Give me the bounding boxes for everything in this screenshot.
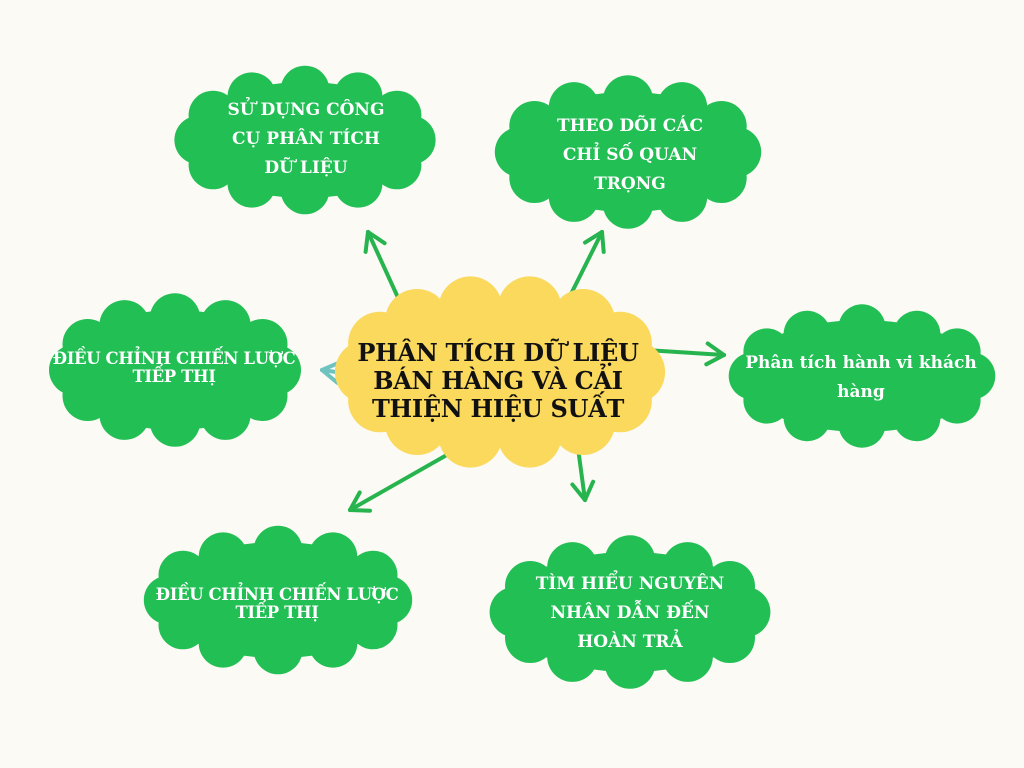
node-text-bottom-right: TÌM HIỂU NGUYÊN NHÂN DẪN ĐẾN HOÀN TRẢ	[535, 573, 725, 652]
node-cloud-top-left	[174, 65, 436, 215]
arrow-to-bot-left	[348, 450, 454, 513]
arrow-to-mid-right	[644, 341, 726, 367]
arrow-to-bot-right	[570, 446, 596, 502]
node-text-middle-right: Phân tích hành vi khách hàng	[745, 353, 977, 402]
center-topic-text: PHÂN TÍCH DỮ LIỆU BÁN HÀNG VÀ CẢI THIỆN …	[357, 338, 639, 423]
node-text-top-left: SỬ DỤNG CÔNG CỤ PHÂN TÍCH DỮ LIỆU	[227, 99, 385, 178]
node-cloud-mid-left	[48, 293, 301, 447]
arrow-to-top-left	[363, 230, 402, 304]
node-text-top-right: THEO DÕI CÁC CHỈ SỐ QUAN TRỌNG	[556, 115, 704, 194]
clouds	[48, 65, 996, 689]
node-text-bottom-left: ĐIỀU CHỈNH CHIẾN LƯỢC TIẾP THỊ	[155, 585, 399, 622]
node-cloud-bot-left	[143, 525, 413, 675]
center-cloud	[334, 276, 666, 468]
node-cloud-top-right	[494, 75, 762, 229]
node-text-middle-left: ĐIỀU CHỈNH CHIẾN LƯỢC TIẾP THỊ	[52, 349, 296, 386]
connectors	[320, 230, 726, 513]
node-cloud-mid-right	[728, 304, 996, 448]
node-cloud-bot-right	[489, 535, 771, 689]
arrow-to-top-right	[565, 230, 606, 304]
